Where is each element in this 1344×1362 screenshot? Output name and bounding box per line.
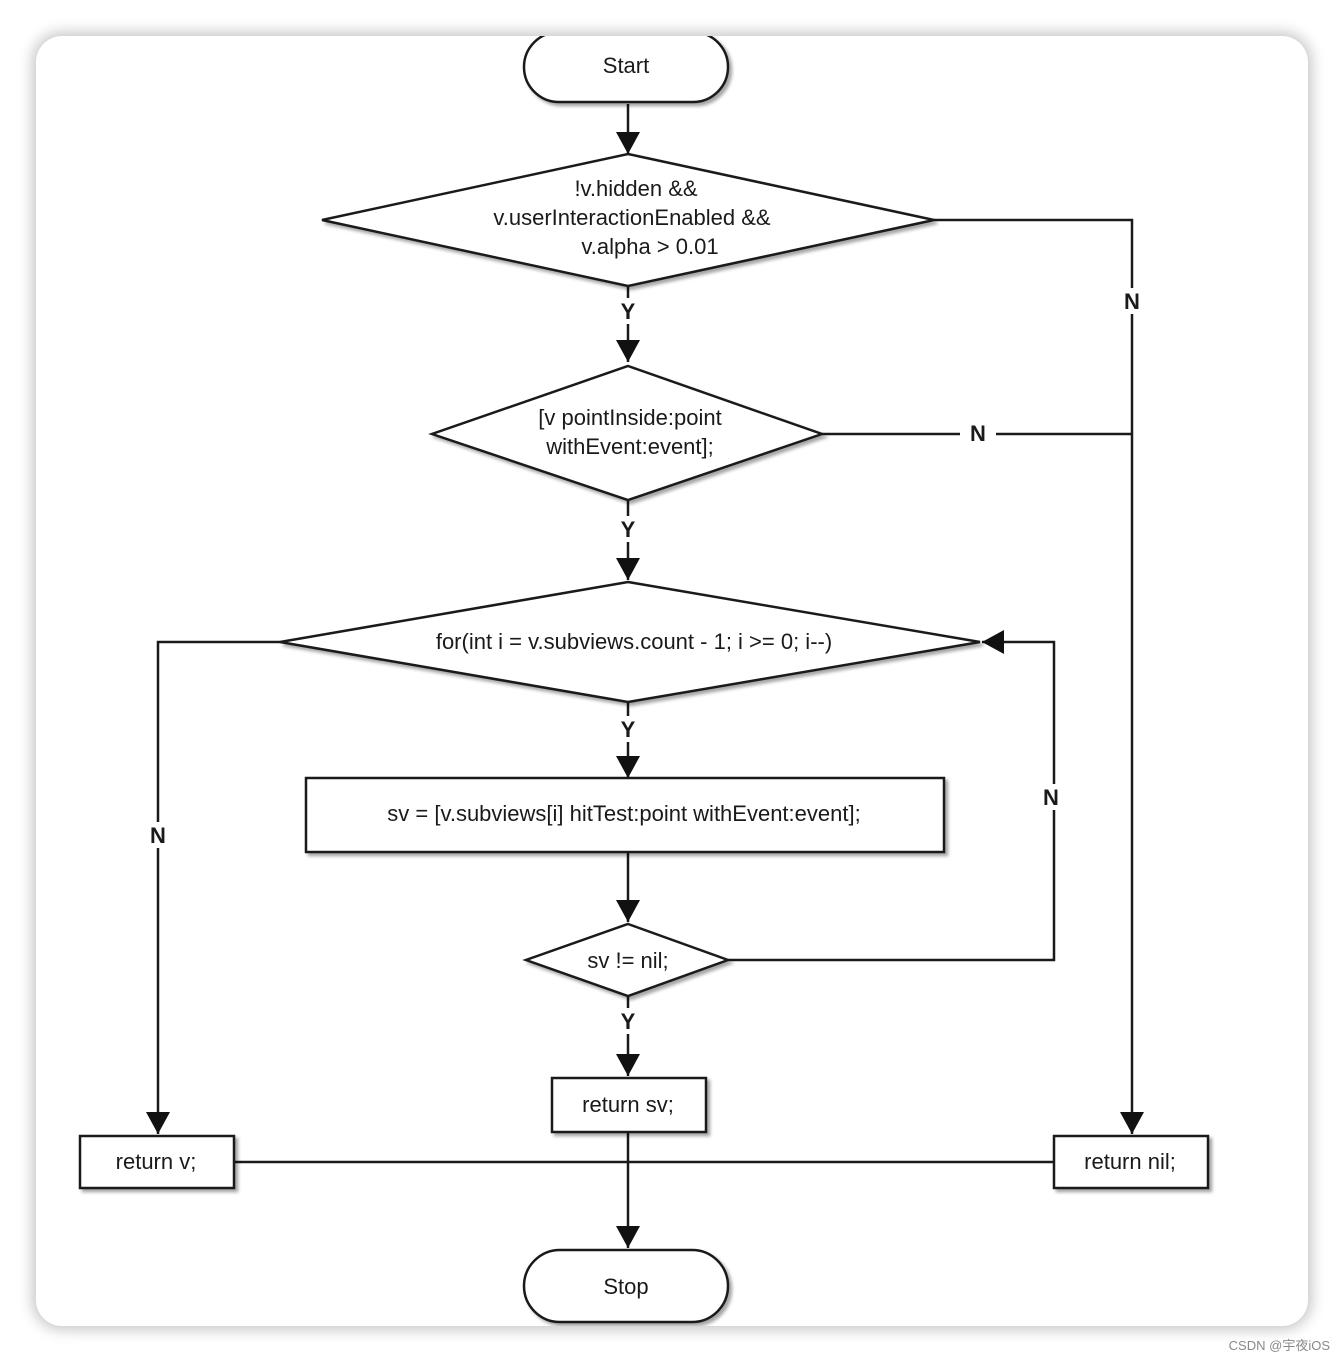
return-v-label: return v; (116, 1149, 197, 1174)
hit-test-subview-label: sv = [v.subviews[i] hitTest:point withEv… (387, 801, 860, 826)
visibility-line-1: !v.hidden && (574, 176, 697, 201)
point-inside-line-1: [v pointInside:point (538, 405, 721, 430)
label-loop-yes: Y (621, 717, 636, 742)
return-sv-process: return sv; (550, 1076, 708, 1134)
return-sv-label: return sv; (582, 1092, 674, 1117)
sv-nil-label: sv != nil; (587, 948, 668, 973)
return-v-process: return v; (78, 1134, 236, 1190)
flowchart-card: Y N N Y N Y N Y Start !v.hidden && v.use… (36, 36, 1308, 1326)
hit-test-subview-process: sv = [v.subviews[i] hitTest:point withEv… (304, 776, 946, 854)
stop-label: Stop (603, 1274, 648, 1299)
label-visible-yes: Y (621, 299, 636, 324)
point-inside-line-2: withEvent:event]; (545, 434, 714, 459)
subview-loop-decision: for(int i = v.subviews.count - 1; i >= 0… (279, 580, 981, 704)
visibility-line-3: v.alpha > 0.01 (581, 234, 718, 259)
label-visible-no: N (1124, 289, 1140, 314)
edge-loop-no (146, 640, 280, 1134)
return-nil-label: return nil; (1084, 1149, 1176, 1174)
label-sv-no: N (1043, 785, 1059, 810)
point-inside-decision: [v pointInside:point withEvent:event]; (428, 364, 826, 502)
hit-test-flowchart: Y N N Y N Y N Y Start !v.hidden && v.use… (78, 36, 1210, 1324)
visibility-line-2: v.userInteractionEnabled && (493, 205, 771, 230)
sv-nil-decision: sv != nil; (522, 922, 732, 998)
start-label: Start (603, 53, 649, 78)
label-sv-yes: Y (621, 1009, 636, 1034)
label-inside-yes: Y (621, 517, 636, 542)
stop-node: Stop (522, 1248, 730, 1324)
start-node: Start (522, 36, 730, 104)
label-loop-no: N (150, 823, 166, 848)
watermark: CSDN @宇夜iOS (1228, 1338, 1330, 1353)
visibility-decision: !v.hidden && v.userInteractionEnabled &&… (321, 152, 935, 288)
return-nil-process: return nil; (1052, 1134, 1210, 1190)
label-inside-no: N (970, 421, 986, 446)
subview-loop-label: for(int i = v.subviews.count - 1; i >= 0… (436, 629, 832, 654)
edge-visible-no (934, 218, 1144, 1134)
